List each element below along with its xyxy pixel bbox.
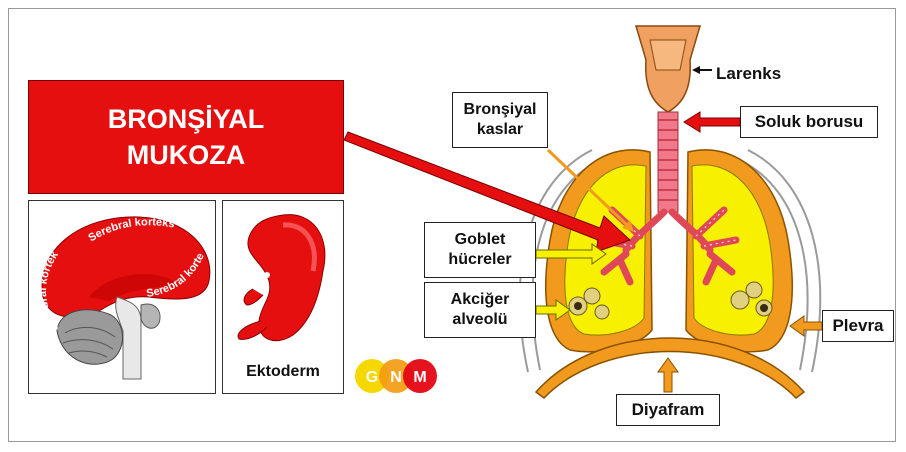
pleura-label: Plevra: [822, 310, 894, 342]
alveoli-line-2: alveolü: [451, 310, 510, 330]
goblet-cells-line-1: Goblet: [448, 230, 511, 250]
alveoli-label: Akciğer alveolü: [424, 282, 536, 338]
alveoli-line-1: Akciğer: [451, 290, 510, 310]
bronchial-muscles-label: Bronşiyal kaslar: [452, 92, 548, 148]
goblet-cells-label: Goblet hücreler: [424, 222, 536, 278]
goblet-cells-line-2: hücreler: [448, 250, 511, 270]
larynx-label: Larenks: [716, 64, 781, 84]
diaphragm-label: Diyafram: [616, 394, 720, 426]
bronchial-muscles-line-2: kaslar: [464, 120, 537, 140]
bronchial-muscles-line-1: Bronşiyal: [464, 100, 537, 120]
trachea-label: Soluk borusu: [740, 106, 878, 138]
trachea: [658, 112, 678, 212]
